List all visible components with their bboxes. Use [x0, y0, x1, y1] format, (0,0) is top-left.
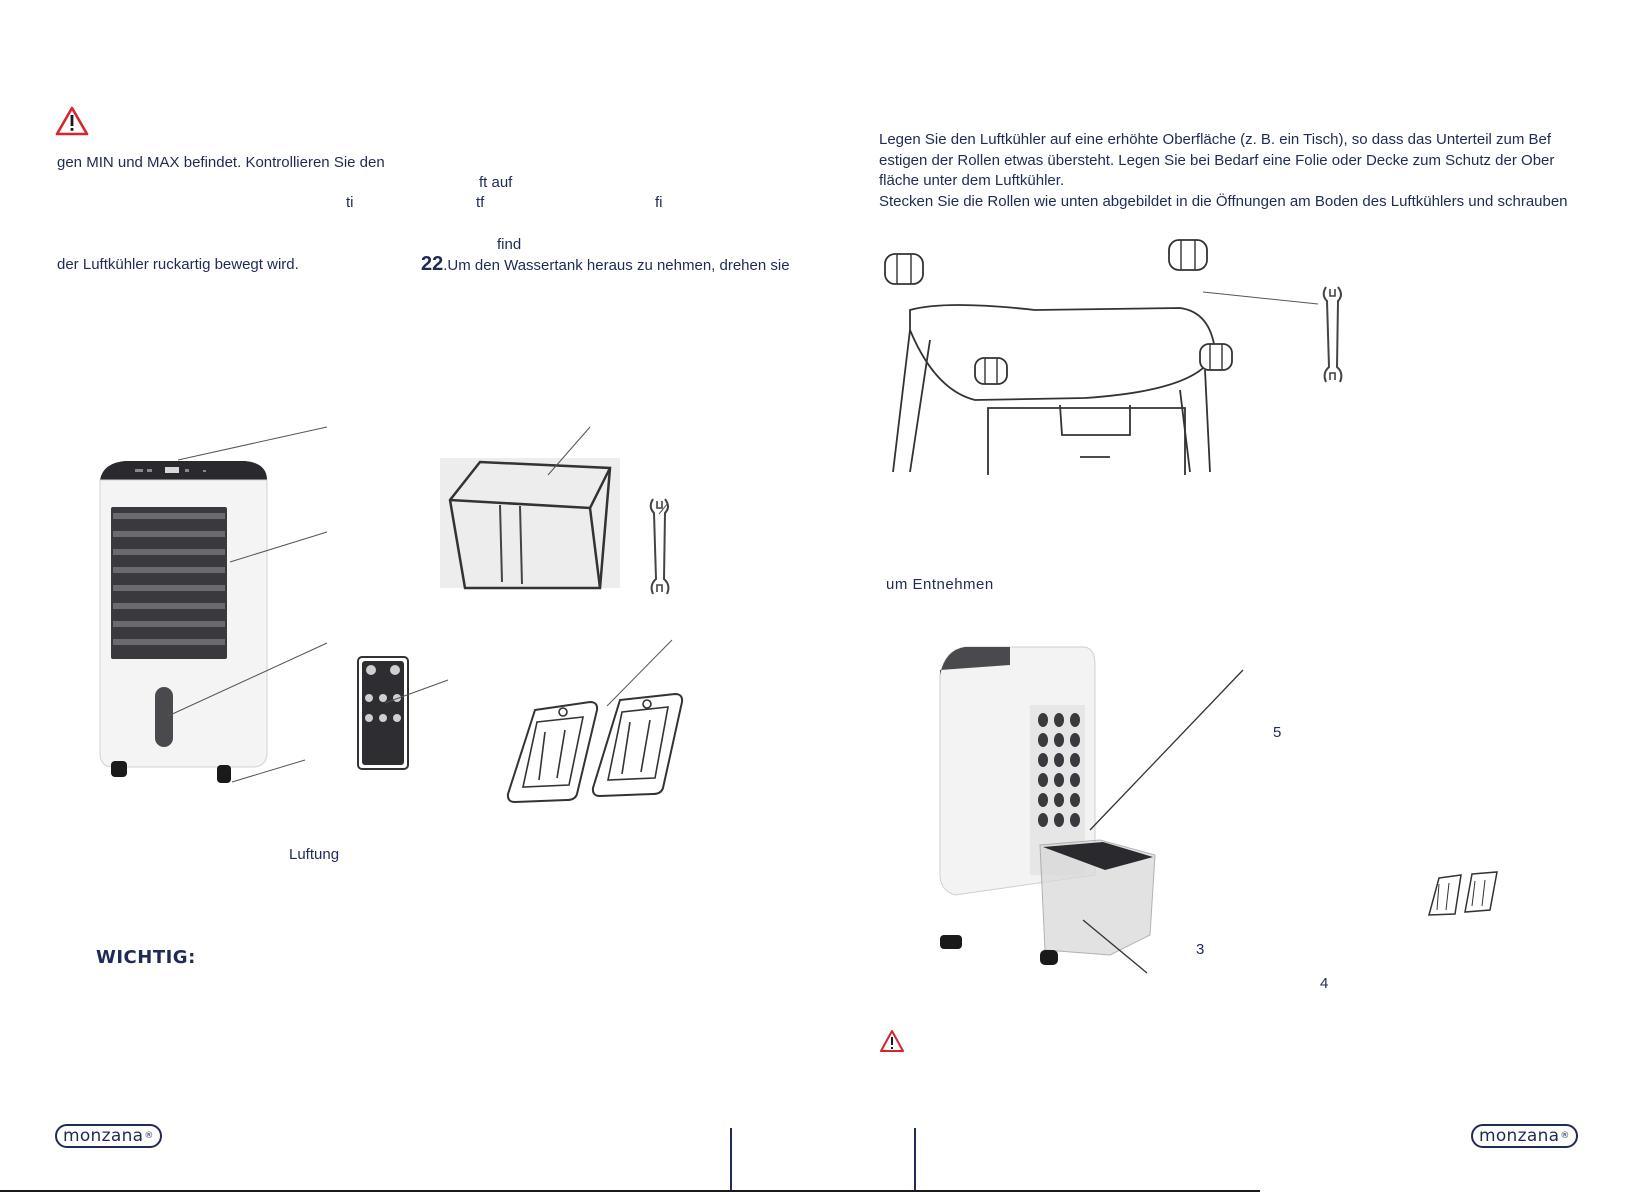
- water-tank-image: [440, 450, 620, 590]
- callout-3: 3: [1196, 941, 1205, 958]
- bottom-rule: [0, 1190, 1260, 1192]
- registered-mark: ®: [1560, 1131, 1570, 1141]
- step-number: 22: [421, 253, 444, 275]
- wrench-icon: [1322, 286, 1343, 383]
- leader-line-caster: [1202, 291, 1319, 305]
- monzana-logo-left: monzana®: [55, 1124, 162, 1148]
- leader-line-wrench: [658, 502, 669, 515]
- right-para2-line1: Stecken Sie die Rollen wie unten abgebil…: [879, 193, 1568, 210]
- warning-icon-left: [55, 106, 89, 136]
- monzana-logo-right: monzana®: [1471, 1124, 1578, 1148]
- leader-lines-front: [167, 426, 328, 783]
- warning-triangle-icon: [880, 1030, 904, 1052]
- left-text-fragment: fi: [655, 194, 663, 211]
- logo-text: monzana: [1479, 1126, 1560, 1146]
- left-text-fragment: ft auf: [479, 174, 513, 191]
- logo-text: monzana: [63, 1126, 144, 1146]
- left-text-fragment: ti: [346, 194, 354, 211]
- right-para1-line1: Legen Sie den Luftkühler auf eine erhöht…: [879, 131, 1552, 148]
- left-text-fragment: find: [497, 236, 522, 253]
- warning-triangle-icon: [55, 106, 89, 136]
- ice-packs-small-image: [1427, 871, 1499, 917]
- wichtig-heading: WICHTIG:: [96, 947, 196, 968]
- step-22: 22.Um den Wassertank heraus zu nehmen, d…: [421, 254, 790, 276]
- caster-mounting-image: [884, 239, 1355, 480]
- left-text-fragment: tf: [476, 194, 485, 211]
- air-cooler-front-image: [95, 455, 275, 790]
- callout-5: 5: [1273, 724, 1282, 741]
- remote-control-image: [357, 656, 409, 770]
- air-cooler-side-image: [935, 645, 1156, 975]
- wrench-image-right: [1318, 285, 1348, 385]
- right-para1-line2: estigen der Rollen etwas übersteht. Lege…: [879, 152, 1555, 169]
- leader-lines-side: [1082, 669, 1244, 974]
- warning-icon-right: [879, 1029, 905, 1053]
- page-divider-left: [730, 1128, 732, 1192]
- left-text-line-ruckartig: der Luftkühler ruckartig bewegt wird.: [57, 256, 299, 273]
- leader-line-icepacks: [606, 639, 673, 707]
- left-text-line1: gen MIN und MAX befindet. Kontrollieren …: [57, 154, 385, 171]
- ice-packs-image: [505, 690, 690, 805]
- leader-line-remote: [384, 679, 449, 704]
- page-divider-right: [914, 1128, 916, 1192]
- right-para1-line3: fläche unter dem Luftkühler.: [879, 172, 1065, 189]
- registered-mark: ®: [144, 1131, 154, 1141]
- callout-4: 4: [1320, 975, 1329, 992]
- step-text: .Um den Wassertank heraus zu nehmen, dre…: [443, 257, 790, 274]
- luftung-label: Luftung: [289, 846, 340, 863]
- leader-line-tank: [547, 426, 591, 476]
- entnehmen-heading: um Entnehmen: [886, 576, 994, 593]
